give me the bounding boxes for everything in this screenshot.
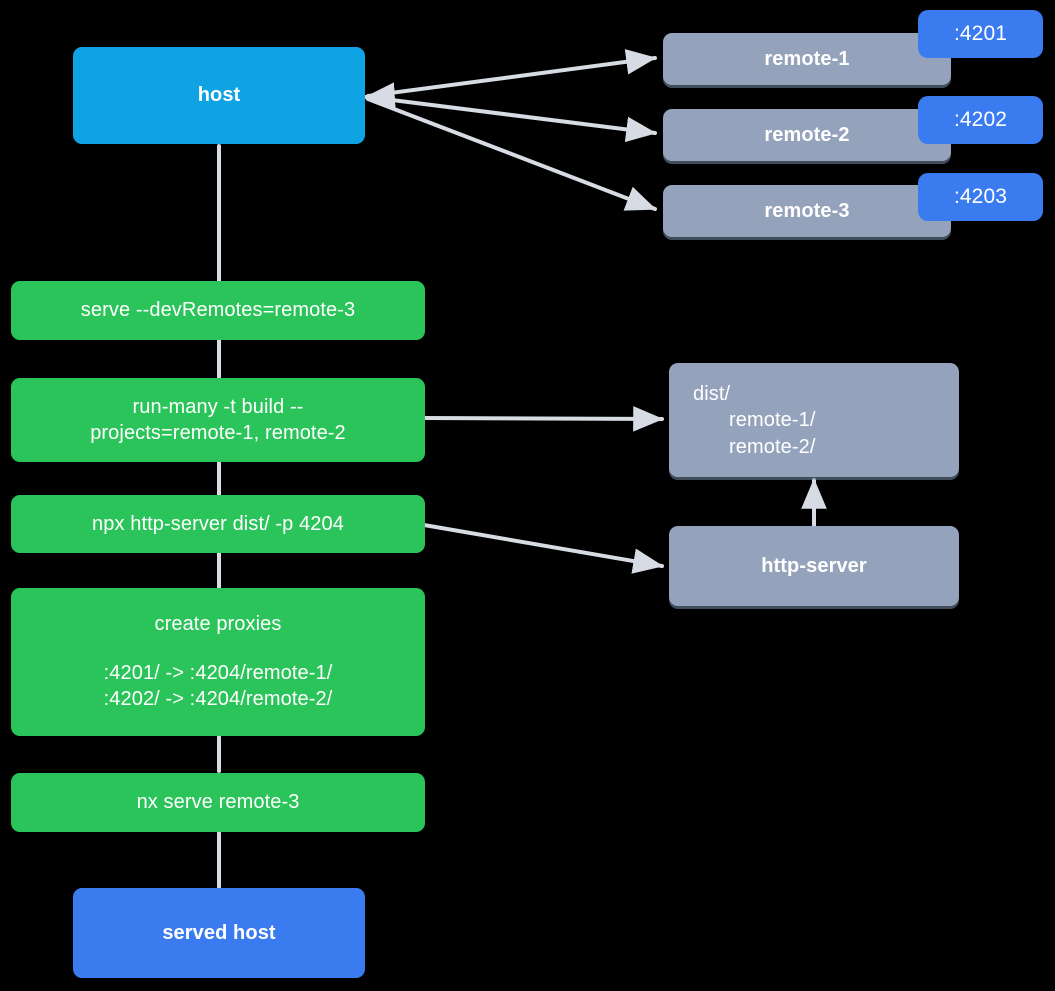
badge-port-4202-label: :4202 (953, 108, 1008, 132)
connector-host-to-serve (217, 144, 221, 284)
node-http-server[interactable]: http-server (669, 526, 959, 606)
edge-host-to-remote-2 (366, 95, 657, 143)
node-remote-3[interactable]: remote-3 (663, 185, 951, 237)
node-step-serve-label: serve --devRemotes=remote-3 (80, 299, 356, 322)
edge-host-to-remote-3 (366, 97, 657, 211)
node-step-run-many-line2: projects=remote-1, remote-2 (90, 422, 346, 444)
node-http-server-label: http-server (761, 554, 867, 577)
node-remote-1[interactable]: remote-1 (663, 33, 951, 85)
badge-port-4203-label: :4203 (953, 185, 1008, 209)
edge-host-to-remote-1 (366, 49, 657, 98)
node-host[interactable]: host (73, 47, 365, 144)
node-step-run-many[interactable]: run-many -t build -- projects=remote-1, … (11, 378, 425, 462)
node-served-host[interactable]: served host (73, 888, 365, 978)
node-remote-3-label: remote-3 (764, 199, 850, 222)
node-remote-1-label: remote-1 (764, 47, 850, 70)
node-dist[interactable]: dist/ remote-1/ remote-2/ (669, 363, 959, 477)
node-step-create-proxies[interactable]: create proxies :4201/ -> :4204/remote-1/… (11, 588, 425, 736)
node-dist-line3: remote-2/ (729, 435, 816, 458)
node-step-npx-http-server[interactable]: npx http-server dist/ -p 4204 (11, 495, 425, 553)
connector-proxies-to-nx-serve (217, 735, 221, 773)
connector-nx-serve-to-served-host (217, 831, 221, 889)
node-remote-2-label: remote-2 (764, 123, 850, 146)
badge-port-4202[interactable]: :4202 (918, 96, 1043, 144)
badge-port-4201-label: :4201 (953, 22, 1008, 46)
connector-serve-to-run-many (217, 339, 221, 379)
connector-npx-to-proxies (217, 551, 221, 589)
edge-host-arrowback (364, 82, 396, 108)
node-step-create-proxies-title: create proxies (154, 613, 282, 636)
node-step-serve[interactable]: serve --devRemotes=remote-3 (11, 281, 425, 340)
node-step-nx-serve-remote-3[interactable]: nx serve remote-3 (11, 773, 425, 832)
node-step-create-proxies-mapping-2: :4202/ -> :4204/remote-2/ (103, 688, 333, 711)
badge-port-4203[interactable]: :4203 (918, 173, 1043, 221)
node-dist-line2: remote-1/ (729, 409, 816, 432)
node-remote-2[interactable]: remote-2 (663, 109, 951, 161)
connector-run-many-to-npx (217, 461, 221, 497)
edge-run-many-to-dist (422, 406, 664, 432)
edge-npx-to-http-server (422, 523, 664, 574)
node-step-create-proxies-mapping-1: :4201/ -> :4204/remote-1/ (103, 661, 333, 684)
node-host-label: host (197, 84, 241, 107)
node-step-run-many-line1: run-many -t build -- (132, 395, 304, 418)
node-dist-line1: dist/ (693, 383, 731, 405)
badge-port-4201[interactable]: :4201 (918, 10, 1043, 58)
node-step-nx-serve-remote-3-label: nx serve remote-3 (136, 791, 300, 814)
node-step-npx-http-server-label: npx http-server dist/ -p 4204 (92, 512, 344, 535)
node-served-host-label: served host (162, 921, 276, 944)
